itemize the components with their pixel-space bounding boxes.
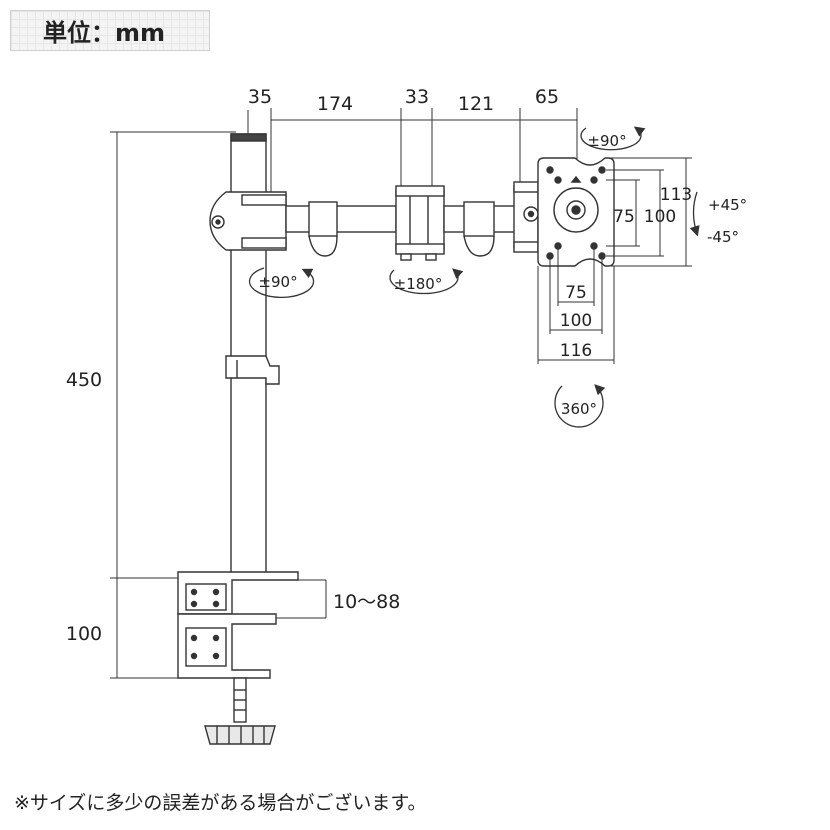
unit-label: 単位：mm (10, 10, 210, 51)
arm-segment-2 (443, 201, 517, 257)
dim-vesa-100w: 100 (560, 311, 592, 331)
dim-top-33: 33 (405, 86, 429, 108)
dim-vesa-100h: 100 (644, 207, 676, 227)
desk-clamp (177, 571, 299, 745)
rotation-tilt-down: -45° (707, 228, 739, 246)
pole-head-joint (209, 191, 287, 251)
tilt-joint (513, 181, 539, 253)
middle-joint (395, 185, 445, 261)
dim-vesa-113: 113 (660, 185, 692, 205)
dim-vesa-75h: 75 (613, 207, 635, 227)
rotation-arrows (248, 126, 700, 428)
rotation-head-tilt: ±90° (587, 132, 626, 150)
dim-vesa-75w: 75 (565, 283, 587, 303)
footnote: ※サイズに多少の誤差がある場合がございます。 (14, 792, 427, 814)
dim-top-121: 121 (458, 93, 494, 115)
dim-top-174: 174 (317, 93, 353, 115)
vesa-plate (537, 157, 615, 267)
clamp-range-bracket (276, 579, 327, 619)
rotation-tilt-up: +45° (708, 196, 747, 214)
rotation-joint-2: ±180° (394, 275, 443, 293)
rotation-joint-1: ±90° (258, 273, 297, 291)
dim-clamp-range: 10〜88 (333, 591, 400, 613)
vesa-width-lines (537, 246, 615, 364)
top-dimension-lines (247, 108, 578, 196)
dim-top-35: 35 (248, 86, 272, 108)
vesa-height-lines (606, 157, 692, 267)
height-dimension-lines (110, 131, 236, 679)
dim-clamp-height: 100 (66, 623, 102, 645)
dim-top-65: 65 (535, 86, 559, 108)
rotation-360: 360° (561, 400, 597, 418)
dim-pole-height: 450 (66, 369, 102, 391)
dim-vesa-116w: 116 (560, 341, 592, 361)
arm-segment-1 (285, 201, 397, 257)
